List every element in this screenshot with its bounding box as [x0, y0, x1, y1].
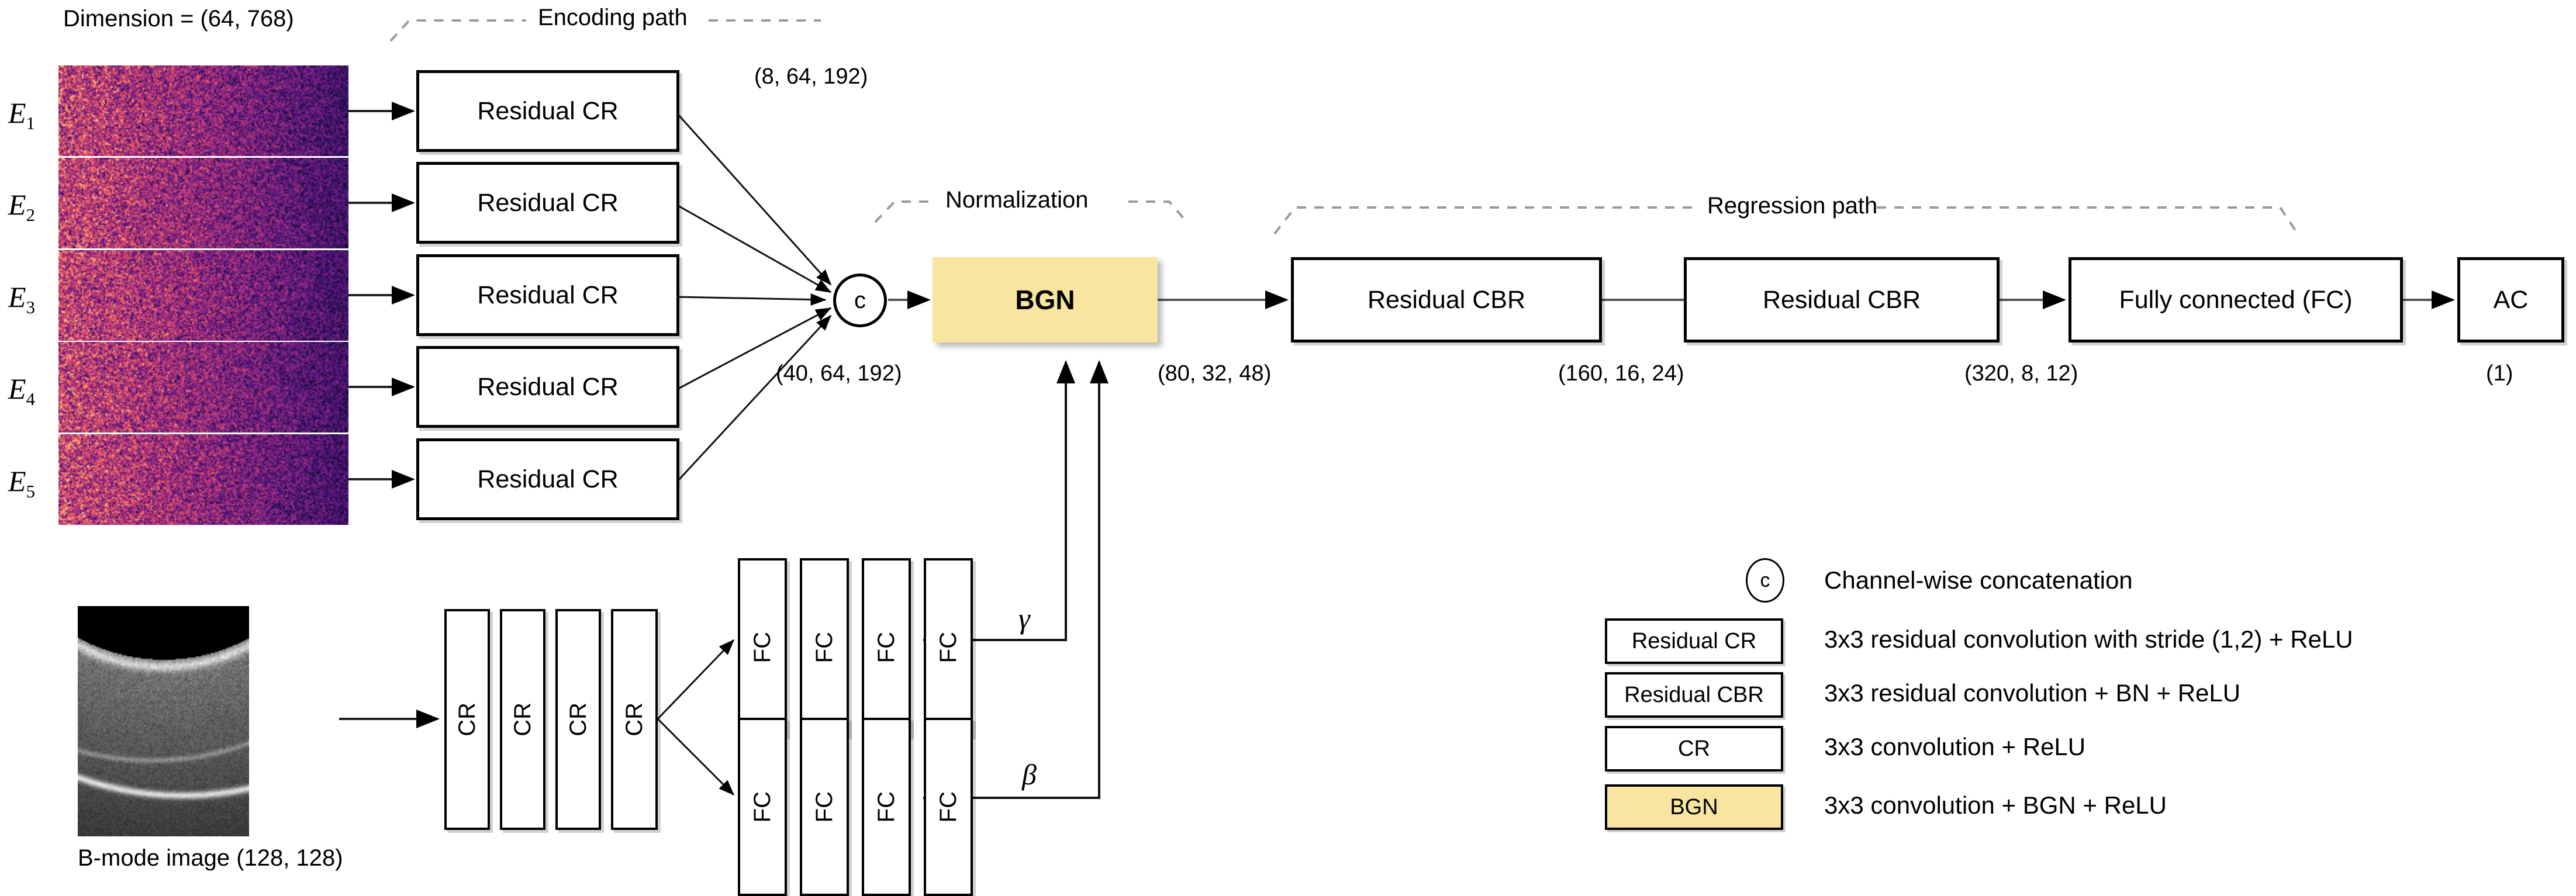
spectrogram-e3 — [58, 250, 348, 341]
legend-key-bgn-label: BGN — [1670, 795, 1718, 819]
cr-block-4-label: CR — [621, 703, 647, 736]
legend-key-residual-cr: Residual CR — [1605, 618, 1783, 664]
spectrogram-e4 — [58, 342, 348, 433]
section-label-normalization: Normalization — [945, 187, 1089, 213]
shape-after-cbr2: (320, 8, 12) — [1964, 361, 2078, 386]
fc-gamma-block-1-label: FC — [750, 631, 775, 663]
spectrogram-e5 — [58, 434, 348, 525]
encoder-block-3-label: Residual CR — [477, 281, 619, 309]
fc-beta-block-1-label: FC — [750, 791, 775, 823]
input-label-e4: E4 — [8, 372, 36, 409]
bmode-caption: B-mode image (128, 128) — [78, 845, 343, 871]
shape-after-ac: (1) — [2486, 361, 2513, 386]
fc-gamma-block-2[interactable]: FC — [800, 558, 849, 736]
gamma-symbol: γ — [1018, 602, 1030, 635]
cr-block-3[interactable]: CR — [555, 609, 601, 830]
legend-key-residual-cbr-label: Residual CBR — [1624, 683, 1764, 707]
encoder-block-3[interactable]: Residual CR — [416, 254, 679, 336]
regression-block-fc-label: Fully connected (FC) — [2119, 285, 2353, 314]
fc-beta-block-1[interactable]: FC — [738, 718, 787, 896]
regression-block-cbr-1-label: Residual CBR — [1367, 285, 1526, 314]
legend-key-cr-label: CR — [1678, 736, 1710, 761]
legend-desc-bgn: 3x3 convolution + BGN + ReLU — [1824, 791, 2167, 819]
regression-block-fc[interactable]: Fully connected (FC) — [2069, 257, 2403, 343]
input-label-e1: E1 — [8, 96, 36, 133]
legend-desc-residual-cr: 3x3 residual convolution with stride (1,… — [1824, 625, 2353, 653]
cr-block-4[interactable]: CR — [611, 609, 658, 830]
legend-key-residual-cr-label: Residual CR — [1631, 629, 1757, 653]
section-label-regression: Regression path — [1707, 193, 1878, 219]
bmode-image — [78, 606, 249, 836]
spectrogram-e1 — [58, 65, 348, 156]
input-label-e5: E5 — [8, 465, 36, 501]
encoder-block-1-label: Residual CR — [477, 96, 619, 125]
encoder-block-5-label: Residual CR — [477, 465, 619, 493]
shape-after-bgn: (80, 32, 48) — [1158, 361, 1272, 386]
fc-beta-block-4[interactable]: FC — [924, 718, 973, 896]
concat-symbol: c — [854, 287, 866, 313]
fc-gamma-block-4[interactable]: FC — [924, 558, 973, 736]
bgn-block[interactable]: BGN — [933, 257, 1158, 343]
cr-block-2[interactable]: CR — [500, 609, 545, 830]
input-label-e2: E2 — [8, 188, 36, 225]
legend-key-cr: CR — [1605, 726, 1783, 772]
regression-block-cbr-2-label: Residual CBR — [1762, 285, 1921, 314]
shape-after-concat: (40, 64, 192) — [776, 361, 902, 386]
fc-gamma-block-1[interactable]: FC — [738, 558, 787, 736]
cr-block-3-label: CR — [565, 703, 591, 736]
encoder-block-4-label: Residual CR — [477, 372, 619, 401]
legend-desc-cr: 3x3 convolution + ReLU — [1824, 733, 2086, 760]
legend-key-residual-cbr: Residual CBR — [1605, 672, 1783, 718]
cr-block-1[interactable]: CR — [444, 609, 490, 830]
regression-block-ac[interactable]: AC — [2457, 257, 2564, 343]
fc-gamma-block-3[interactable]: FC — [862, 558, 911, 736]
encoder-block-4[interactable]: Residual CR — [416, 346, 679, 428]
encoder-block-2-label: Residual CR — [477, 188, 619, 217]
regression-block-cbr-1[interactable]: Residual CBR — [1291, 257, 1602, 343]
spectrogram-e2 — [58, 158, 348, 248]
beta-symbol: β — [1022, 758, 1037, 791]
legend-desc-residual-cbr: 3x3 residual convolution + BN + ReLU — [1824, 679, 2241, 707]
bgn-block-label: BGN — [1015, 285, 1075, 315]
regression-block-cbr-2[interactable]: Residual CBR — [1684, 257, 2000, 343]
encoder-block-2[interactable]: Residual CR — [416, 162, 679, 244]
encoder-block-5[interactable]: Residual CR — [416, 438, 679, 520]
section-label-encoding: Encoding path — [538, 5, 688, 30]
fc-beta-block-3[interactable]: FC — [862, 718, 911, 896]
fc-gamma-block-3-label: FC — [873, 631, 899, 663]
fc-beta-block-3-label: FC — [873, 791, 899, 823]
fc-beta-block-4-label: FC — [935, 791, 961, 823]
shape-after-cbr1: (160, 16, 24) — [1558, 361, 1684, 386]
fc-gamma-block-2-label: FC — [812, 631, 837, 663]
dimension-title: Dimension = (64, 768) — [63, 6, 294, 32]
cr-block-1-label: CR — [454, 703, 480, 736]
input-label-e3: E3 — [8, 281, 36, 317]
encoder-block-1[interactable]: Residual CR — [416, 70, 679, 152]
legend-key-concat: c — [1746, 558, 1784, 603]
fc-gamma-block-4-label: FC — [935, 631, 961, 663]
legend-key-bgn: BGN — [1605, 784, 1783, 830]
regression-block-ac-label: AC — [2493, 285, 2529, 314]
legend-key-concat-symbol: c — [1760, 569, 1770, 591]
shape-after-encoder: (8, 64, 192) — [754, 64, 868, 89]
concat-node[interactable]: c — [833, 274, 887, 327]
cr-block-2-label: CR — [510, 703, 536, 736]
fc-beta-block-2-label: FC — [812, 791, 837, 823]
legend-desc-concat: Channel-wise concatenation — [1824, 566, 2133, 594]
fc-beta-block-2[interactable]: FC — [800, 718, 849, 896]
